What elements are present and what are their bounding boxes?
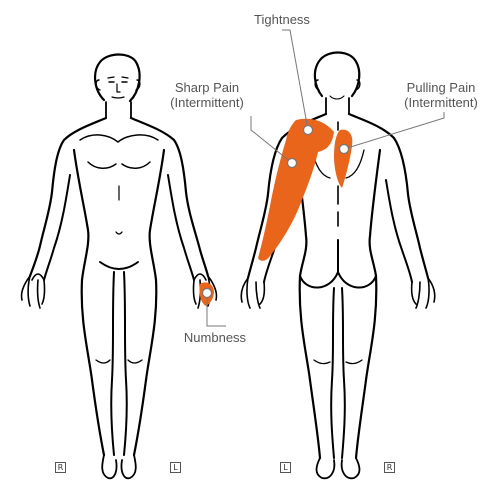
marker-pulling-pain[interactable] — [340, 145, 349, 154]
front-head — [95, 55, 140, 102]
back-feet — [317, 458, 360, 478]
back-ears — [315, 80, 360, 90]
back-hand-left — [241, 278, 264, 308]
side-marker-back-left: L — [280, 462, 291, 473]
label-sharp-pain-line1: Sharp Pain — [161, 80, 253, 95]
leader-tightness — [282, 30, 308, 130]
front-knees — [96, 360, 142, 363]
back-legs-inner — [331, 288, 345, 458]
front-legs-outer — [82, 280, 157, 455]
label-pulling-pain-line2: (Intermittent) — [394, 95, 488, 110]
label-numbness: Numbness — [176, 330, 254, 345]
label-pulling-pain: Pulling Pain (Intermittent) — [394, 80, 488, 110]
front-hand-right — [21, 274, 44, 308]
back-legs-outer — [300, 276, 377, 458]
pain-regions — [199, 119, 352, 306]
side-marker-front-right: R — [55, 462, 66, 473]
back-head — [315, 53, 359, 97]
pain-region-mid-back — [334, 130, 352, 188]
front-chest — [80, 135, 158, 168]
front-torso — [74, 150, 164, 280]
back-buttocks — [300, 240, 376, 288]
back-hairline — [330, 96, 344, 99]
side-marker-back-right: R — [384, 462, 395, 473]
front-brows — [108, 77, 128, 78]
side-marker-front-left: L — [170, 462, 181, 473]
marker-numbness[interactable] — [203, 289, 212, 298]
front-neck — [106, 102, 131, 118]
front-feet — [102, 455, 136, 478]
label-tightness: Tightness — [251, 12, 313, 27]
label-sharp-pain-line2: (Intermittent) — [161, 95, 253, 110]
front-figure — [21, 55, 216, 479]
front-legs-inner — [100, 262, 138, 455]
front-nose-mouth — [112, 84, 124, 98]
label-pulling-pain-line1: Pulling Pain — [394, 80, 488, 95]
back-knees — [314, 360, 362, 364]
marker-sharp-pain[interactable] — [288, 159, 297, 168]
marker-tightness[interactable] — [304, 126, 313, 135]
back-neck — [326, 98, 349, 114]
back-figure — [241, 53, 435, 479]
front-navel — [116, 232, 122, 234]
back-hand-right — [412, 278, 435, 308]
label-sharp-pain: Sharp Pain (Intermittent) — [161, 80, 253, 110]
